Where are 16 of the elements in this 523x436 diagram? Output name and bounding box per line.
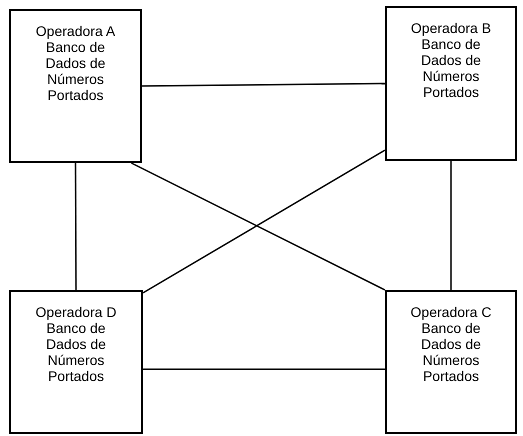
box-label: Operadora B — [410, 20, 492, 36]
database-box — [385, 290, 517, 434]
box-label: Banco de Dados de Números Portados — [45, 320, 107, 384]
box-label: Banco de Dados de Números Portados — [420, 36, 482, 100]
database-box — [385, 6, 517, 161]
connector-line — [450, 161, 452, 290]
box-label: Operadora D — [34, 304, 118, 320]
box-label: Operadora A — [34, 23, 116, 39]
box-label: Operadora C — [410, 304, 492, 320]
connector-line — [142, 82, 385, 87]
box-label: Banco de Dados de Números Portados — [44, 39, 106, 103]
box-label: Banco de Dados de Números Portados — [420, 320, 482, 384]
database-box — [9, 9, 142, 163]
connector-line — [143, 368, 385, 370]
connector-line — [74, 163, 77, 290]
database-box — [9, 290, 143, 434]
